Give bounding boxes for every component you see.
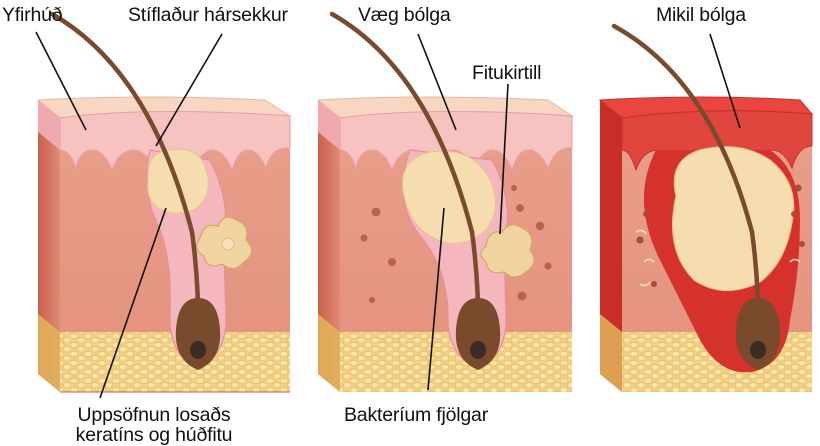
label-epidermis: Yfirhúð (2, 4, 63, 26)
label-bacteria-multiply: Bakteríum fjölgar (344, 404, 488, 426)
panel-clogged-follicle (36, 11, 291, 393)
leader-accumulation (99, 207, 167, 399)
label-sebaceous-gland: Fitukirtill (472, 62, 542, 84)
label-mild-inflammation: Væg bólga (358, 4, 451, 26)
leader-clogged-follicle (155, 33, 223, 147)
label-severe-inflammation: Mikil bólga (656, 4, 746, 26)
panel-severe-inflammation (598, 23, 814, 392)
panel-mild-inflammation (316, 11, 574, 392)
leader-bacteria (427, 207, 445, 391)
label-accumulation-line1: Uppsöfnun losaðs (77, 404, 231, 426)
leader-lines (35, 31, 741, 399)
leader-sebaceous-gland (499, 83, 509, 235)
label-clogged-follicle: Stíflaður hársekkur (128, 4, 288, 26)
leader-epidermis (35, 31, 87, 131)
label-accumulation-line2: keratíns og húðfitu (75, 424, 233, 446)
leader-mild-inflammation (417, 33, 457, 131)
leader-severe-inflammation (709, 33, 741, 129)
